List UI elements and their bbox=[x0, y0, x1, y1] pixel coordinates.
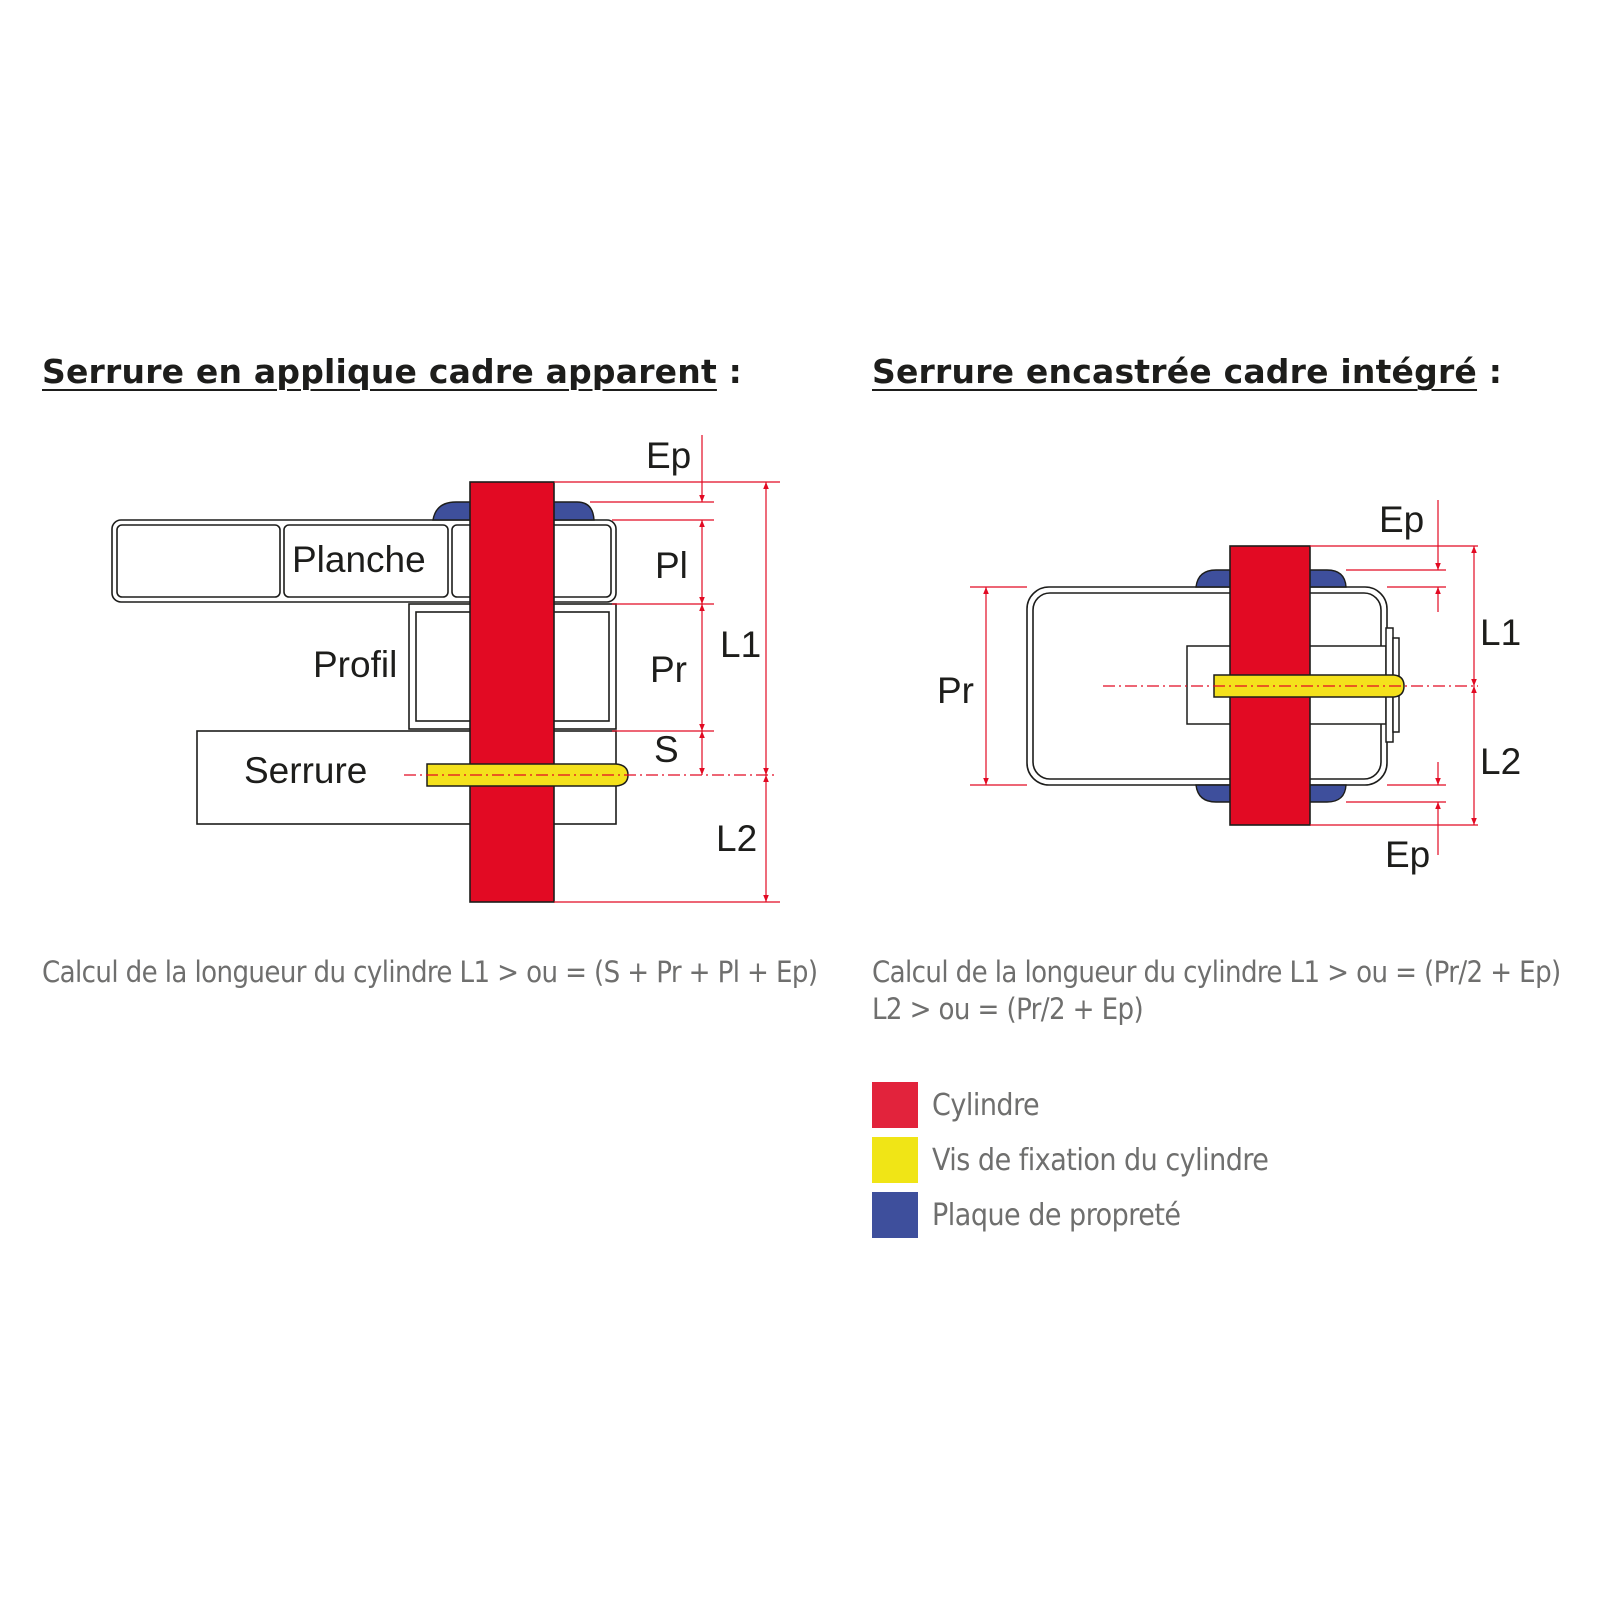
planche-board bbox=[111, 519, 617, 603]
dim-l2-right: L2 bbox=[1480, 741, 1521, 782]
dim-pr-left: Pr bbox=[650, 649, 687, 690]
legend-label-vis: Vis de fixation du cylindre bbox=[932, 1142, 1269, 1178]
legend-swatch-plaque bbox=[872, 1192, 918, 1238]
cylinder-left bbox=[469, 481, 555, 903]
title-right-text: Serrure encastrée cadre intégré bbox=[872, 352, 1478, 391]
legend: Cylindre Vis de fixation du cylindre Pla… bbox=[872, 1082, 1269, 1247]
title-left: Serrure en applique cadre apparent : bbox=[42, 352, 742, 391]
title-left-text: Serrure en applique cadre apparent bbox=[42, 352, 717, 391]
formula-left: Calcul de la longueur du cylindre L1 > o… bbox=[42, 955, 818, 989]
dim-ep-bottom-right: Ep bbox=[1385, 834, 1430, 875]
title-left-suffix: : bbox=[716, 352, 743, 391]
right-diagram: Ep Ep L1 L2 Pr bbox=[937, 499, 1521, 875]
legend-item-plaque: Plaque de propreté bbox=[872, 1192, 1268, 1238]
legend-label-plaque: Plaque de propreté bbox=[932, 1197, 1181, 1233]
dimension-lines-left bbox=[699, 435, 769, 902]
legend-label-cylindre: Cylindre bbox=[932, 1087, 1040, 1123]
label-serrure: Serrure bbox=[244, 750, 367, 791]
legend-item-cylindre: Cylindre bbox=[872, 1082, 1268, 1128]
dim-ep-top-right: Ep bbox=[1379, 499, 1424, 540]
title-right-suffix: : bbox=[1477, 352, 1503, 391]
legend-swatch-vis bbox=[872, 1137, 918, 1183]
dim-pl-left: Pl bbox=[655, 545, 688, 586]
dim-s-left: S bbox=[654, 729, 679, 770]
dim-l1-left: L1 bbox=[720, 624, 761, 665]
legend-item-vis: Vis de fixation du cylindre bbox=[872, 1137, 1269, 1183]
formula-right-line1: Calcul de la longueur du cylindre L1 > o… bbox=[872, 955, 1561, 989]
dimension-lines-right bbox=[983, 500, 1477, 855]
label-profil: Profil bbox=[313, 644, 397, 685]
extension-lines-left bbox=[554, 481, 780, 903]
legend-swatch-cylindre bbox=[872, 1082, 918, 1128]
dim-l1-right: L1 bbox=[1480, 612, 1521, 653]
formula-right-line2: L2 > ou = (Pr/2 + Ep) bbox=[872, 992, 1144, 1026]
left-diagram: Planche Profil Serrure Ep Pl Pr S L1 L2 bbox=[111, 435, 780, 903]
dim-pr-right: Pr bbox=[937, 670, 974, 711]
dim-ep-left: Ep bbox=[646, 435, 691, 476]
title-right: Serrure encastrée cadre intégré : bbox=[872, 352, 1502, 391]
label-planche: Planche bbox=[292, 539, 426, 580]
dim-l2-left: L2 bbox=[716, 818, 757, 859]
